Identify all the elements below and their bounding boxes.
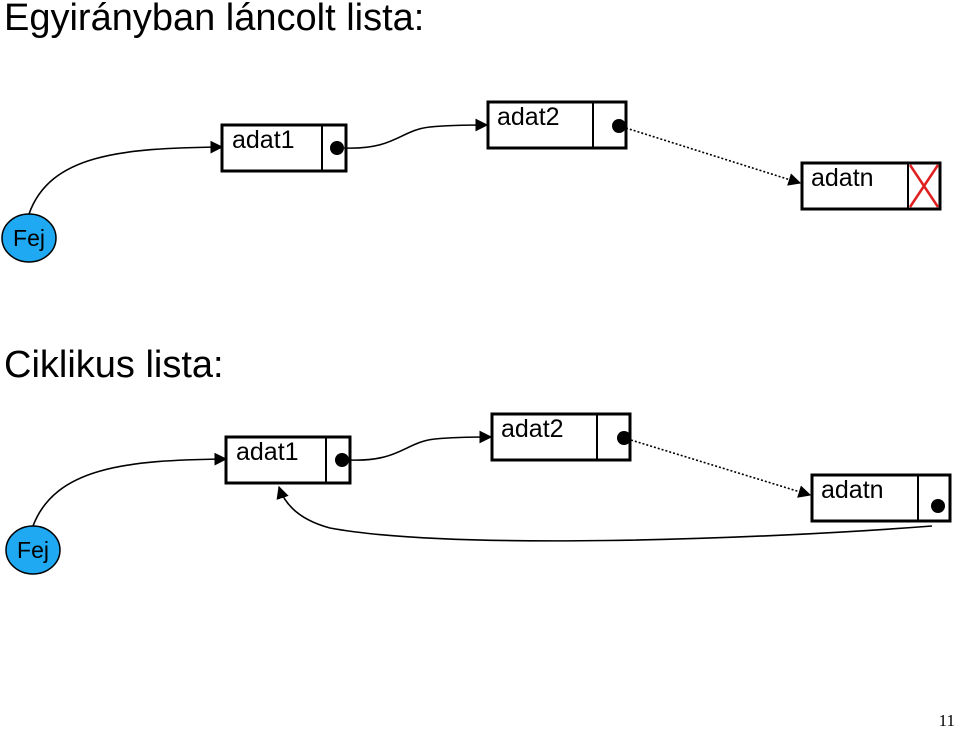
singly-head-pointer: [28, 140, 224, 215]
singly-node-n: adatn: [800, 161, 942, 211]
circular-title: Ciklikus lista:: [4, 344, 224, 386]
circular-link-2-n: [630, 439, 812, 498]
null-pointer-cross-icon: [908, 164, 940, 208]
circular-node-2-box: [490, 412, 632, 462]
singly-node-n-box: [800, 161, 942, 211]
singly-link-2-n: [625, 127, 802, 186]
circular-node-1-box: [224, 435, 352, 485]
circular-node-1-label: adat1: [236, 438, 299, 466]
circular-head-pointer: [32, 452, 228, 527]
circular-node-2-pointer-dot: [617, 431, 631, 445]
circular-node-n: adatn: [810, 473, 952, 523]
singly-node-1: adat1: [220, 123, 348, 173]
singly-title: Egyirányban láncolt lista:: [4, 0, 424, 39]
circular-head: Fej: [5, 525, 61, 575]
singly-node-2: adat2: [486, 100, 628, 150]
singly-node-1-pointer-dot: [330, 141, 344, 155]
circular-section: Ciklikus lista: Fej adat1 adat2 adatn: [4, 344, 952, 575]
circular-node-1-pointer-dot: [335, 453, 349, 467]
circular-node-n-pointer-dot: [931, 499, 945, 513]
circular-back-link: [276, 485, 933, 542]
page-number: 11: [939, 711, 955, 730]
circular-node-2: adat2: [490, 412, 632, 462]
singly-node-1-box: [220, 123, 348, 173]
circular-link-1-2: [348, 430, 493, 461]
singly-node-1-label: adat1: [232, 126, 295, 154]
singly-link-1-2: [343, 118, 489, 149]
singly-node-2-box: [486, 100, 628, 150]
singly-node-2-label: adat2: [497, 103, 560, 131]
circular-node-1: adat1: [224, 435, 352, 485]
null-cross-line-2: [908, 164, 940, 208]
circular-node-n-label: adatn: [821, 476, 884, 504]
circular-head-label: Fej: [17, 537, 49, 563]
singly-head-label: Fej: [13, 225, 45, 251]
singly-linked-section: Egyirányban láncolt lista: Fej adat1 ada…: [1, 0, 942, 263]
circular-node-n-box: [810, 473, 952, 523]
circular-node-2-label: adat2: [501, 415, 564, 443]
singly-head: Fej: [1, 213, 57, 263]
singly-node-n-label: adatn: [811, 164, 874, 192]
singly-node-2-pointer-dot: [612, 119, 626, 133]
